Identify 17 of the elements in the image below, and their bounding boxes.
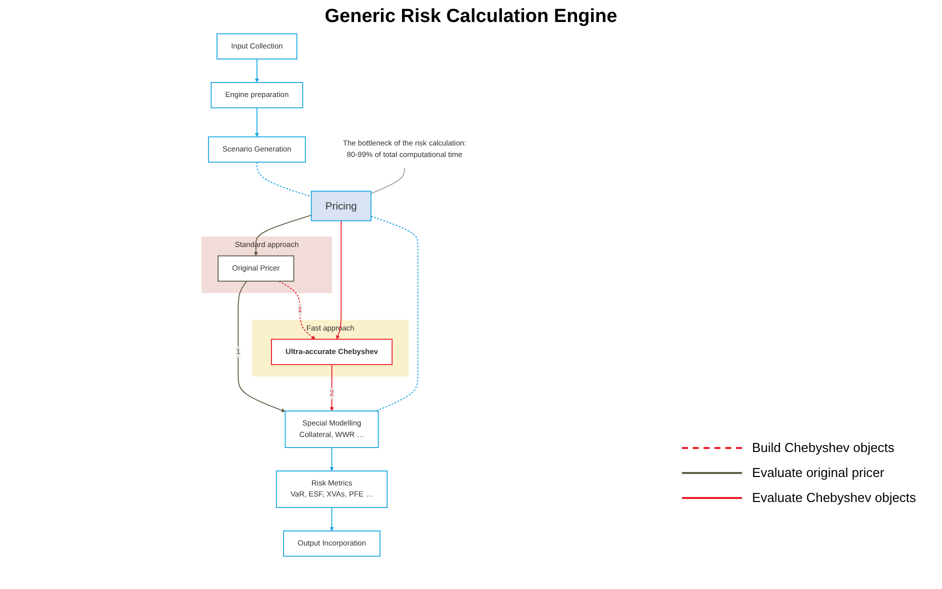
connector <box>370 167 406 194</box>
legend-label: Evaluate original pricer <box>752 465 884 480</box>
arrow <box>238 280 286 412</box>
arrow <box>254 58 259 83</box>
arrow <box>254 107 259 138</box>
diagram-title: Generic Risk Calculation Engine <box>324 6 618 28</box>
arrow <box>336 220 342 340</box>
connector <box>256 162 312 198</box>
legend-label: Build Chebyshev objects <box>752 440 894 455</box>
arrow <box>278 280 316 340</box>
arrow <box>330 507 334 532</box>
arrow <box>330 364 334 412</box>
legend-label: Evaluate Chebyshev objects <box>752 490 916 505</box>
connector <box>370 216 418 412</box>
arrow <box>330 447 334 472</box>
arrow <box>254 214 312 256</box>
node-box: Pricing <box>310 190 372 222</box>
